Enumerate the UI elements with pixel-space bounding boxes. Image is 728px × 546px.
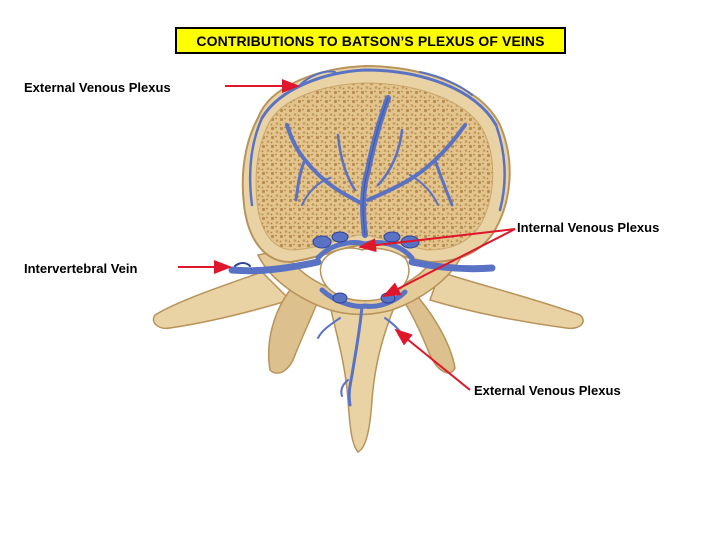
right-transverse-process [429,271,584,330]
external-venous-plexus-posterior [317,304,406,407]
basivertebral-veins [285,95,467,238]
label-external-venous-plexus-bottom: External Venous Plexus [474,383,621,398]
arrow-external-bottom [394,328,471,391]
pointer-arrows [178,79,516,391]
label-internal-venous-plexus: Internal Venous Plexus [517,220,660,235]
arrow-internal-2 [382,228,516,297]
cancellous-bone [255,82,494,251]
spinous-process [329,304,397,453]
right-articular-process [398,289,456,374]
arrow-internal-1 [358,228,516,253]
left-transverse-process [152,271,292,330]
intervertebral-veins [228,258,496,275]
page-title: CONTRIBUTIONS TO BATSON’S PLEXUS OF VEIN… [175,27,566,54]
title-text: CONTRIBUTIONS TO BATSON’S PLEXUS OF VEIN… [196,32,545,49]
label-external-venous-plexus-top: External Venous Plexus [24,80,171,95]
left-articular-process [267,289,321,374]
vertebral-foramen [319,247,410,302]
label-intervertebral-vein: Intervertebral Vein [24,261,138,276]
external-venous-plexus-anterior [248,68,506,212]
